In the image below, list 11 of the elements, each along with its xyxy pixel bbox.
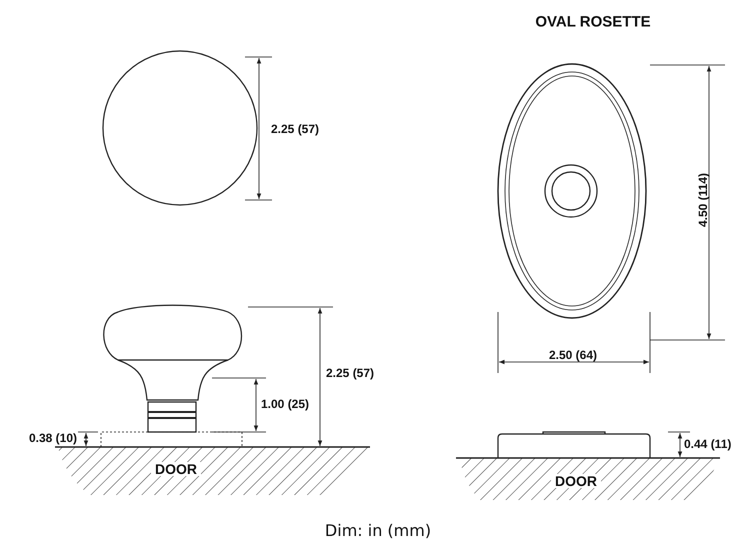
view-title: OVAL ROSETTE xyxy=(535,14,651,30)
dimension-label: 2.25 (57) xyxy=(326,367,374,379)
dimension-label: 2.50 (64) xyxy=(548,349,598,361)
door-label: DOOR xyxy=(551,474,601,488)
dimension-label: 2.25 (57) xyxy=(271,123,320,135)
dimension-label: 1.00 (25) xyxy=(261,398,310,410)
dimension-label: 0.38 (10) xyxy=(28,432,77,444)
dimension-label: 0.44 (11) xyxy=(684,438,732,450)
dimension-label: 4.50 (114) xyxy=(697,172,709,228)
door-label: DOOR xyxy=(151,462,201,476)
caption: Dim: in (mm) xyxy=(324,520,432,542)
